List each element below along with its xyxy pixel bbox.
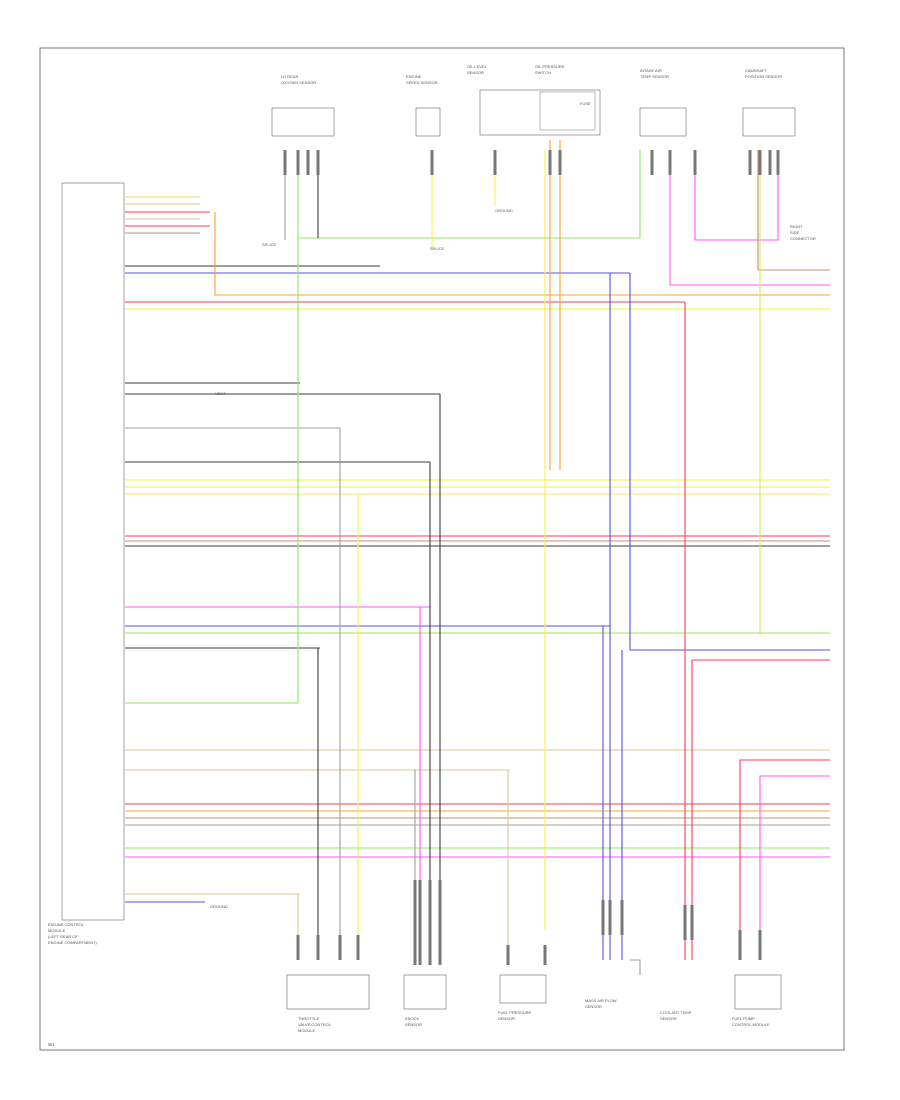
svg-text:LH REAR: LH REAR [281,74,298,79]
lh-o2-pin [306,150,310,175]
svg-text:CAMSHAFT: CAMSHAFT [745,68,768,73]
iat-sensor-pin [693,150,697,175]
svg-text:OIL LEVEL: OIL LEVEL [467,64,488,69]
svg-text:VENT: VENT [215,391,226,396]
svg-text:GROUND: GROUND [495,208,513,213]
fuel-pump-pin [758,930,762,960]
component-fuel-pump-module [734,974,782,1010]
throttle-pin [316,935,320,960]
maf-pin [608,900,612,935]
svg-text:FUEL PRESSURE: FUEL PRESSURE [498,1010,532,1015]
svg-text:SPLICE: SPLICE [430,246,445,251]
orange-loop-wire [214,212,830,296]
oil-sensor-pin [548,150,552,175]
speed-sensor-pin [430,150,434,175]
lh-o2-pin [296,150,300,175]
svg-text:(LEFT REAR OF: (LEFT REAR OF [48,934,78,939]
cam-sensor-pin [748,150,752,175]
svg-text:CONTROL MODULE: CONTROL MODULE [732,1022,770,1027]
oil-sensor-pin [558,150,562,175]
svg-text:INTAKE AIR: INTAKE AIR [640,68,662,73]
svg-text:SWITCH: SWITCH [535,70,551,75]
intake-to-cam-pink-wire [694,150,779,241]
throttle-pin [296,935,300,960]
svg-text:FUEL PUMP: FUEL PUMP [732,1016,755,1021]
lh-o2-pin [316,150,320,175]
top-components: LH REAR OXYGEN SENSOR ENGINE SPEED SENSO… [271,64,796,137]
engine-control-module-label: ENGINE CONTROL MODULE (LEFT REAR OF ENGI… [48,922,97,945]
svg-text:ENGINE CONTROL: ENGINE CONTROL [48,922,85,927]
coolant-pin [683,905,687,940]
svg-text:SENSOR: SENSOR [405,1022,422,1027]
bottom-components: THROTTLE VALVE CONTROL MODULE KNOCK SENS… [286,974,782,1033]
svg-text:KNOCK: KNOCK [405,1016,420,1021]
oil-sensor-pin [493,150,497,175]
svg-text:COOLANT TEMP: COOLANT TEMP [660,1010,692,1015]
svg-text:VALVE CONTROL: VALVE CONTROL [298,1022,332,1027]
intake-pink-wire [669,150,830,286]
svg-text:OXYGEN SENSOR: OXYGEN SENSOR [281,80,316,85]
svg-text:TEMP SENSOR: TEMP SENSOR [640,74,669,79]
svg-text:FUSE: FUSE [580,101,591,106]
pump-pink-wire [759,775,830,960]
component-engine-speed-sensor [415,107,441,137]
svg-text:RIGHT: RIGHT [790,224,803,229]
coolant-pin [690,905,694,940]
component-knock-sensor [403,974,447,1010]
oil-pressure-wire [298,150,641,239]
maf-blue-loop-wire [629,273,830,651]
knock-pin [428,880,432,965]
component-lh-rear-oxygen-sensor [271,107,335,137]
svg-text:THROTTLE: THROTTLE [298,1016,319,1021]
knock-pin [418,880,422,965]
cam-sensor-pin [776,150,780,175]
knock-pin [413,880,417,965]
pin-layer [283,150,780,965]
svg-text:MODULE: MODULE [48,928,65,933]
component-intake-air-temp-sensor [639,107,687,137]
svg-text:CONNECTOR: CONNECTOR [790,236,816,241]
component-fuel-pressure-sensor [499,974,547,1004]
component-throttle-valve-module [286,974,370,1010]
wire-layer [125,140,830,975]
component-camshaft-position-sensor [742,107,796,137]
svg-text:SENSOR: SENSOR [467,70,484,75]
svg-text:GROUND: GROUND [210,904,228,909]
svg-text:SPEED SENSOR: SPEED SENSOR [406,80,438,85]
cam-sensor-pin [768,150,772,175]
throttle-pin [356,935,360,960]
cam-sensor-pin [758,150,762,175]
cam-brown-wire [757,150,830,271]
svg-text:ENGINE COMPARTMENT): ENGINE COMPARTMENT) [48,940,97,945]
svg-text:MODULE: MODULE [298,1028,315,1033]
svg-text:SIDE: SIDE [790,230,800,235]
throttle-pin [338,935,342,960]
svg-text:OIL PRESSURE: OIL PRESSURE [535,64,565,69]
fuel-pump-pin [738,930,742,960]
iat-sensor-pin [668,150,672,175]
fuel-pressure-pin [543,945,547,965]
component-oil-level-inner-box [539,91,596,131]
maf-gray-wire [630,959,641,975]
svg-text:SENSOR: SENSOR [660,1016,677,1021]
svg-text:SPLICE: SPLICE [262,242,277,247]
iat-sensor-pin [650,150,654,175]
svg-text:MASS AIR FLOW: MASS AIR FLOW [585,998,617,1003]
diagram-frame [39,47,845,1051]
pump-red-wire [739,759,830,960]
svg-text:POSITION SENSOR: POSITION SENSOR [745,74,782,79]
engine-control-module-box [61,182,125,921]
svg-text:ENGINE: ENGINE [406,74,422,79]
page-marker: W1 [48,1042,55,1047]
fuel-pressure-pin [506,945,510,965]
knock-pin [438,880,442,965]
svg-text:SENSOR: SENSOR [585,1004,602,1009]
maf-pin [620,900,624,935]
diagram-notes: GROUND SPLICE SPLICE FUSE RIGHT SIDE CON… [210,101,816,909]
lh-o2-pin [283,150,287,175]
maf-pin [601,900,605,935]
svg-text:SENSOR: SENSOR [498,1016,515,1021]
